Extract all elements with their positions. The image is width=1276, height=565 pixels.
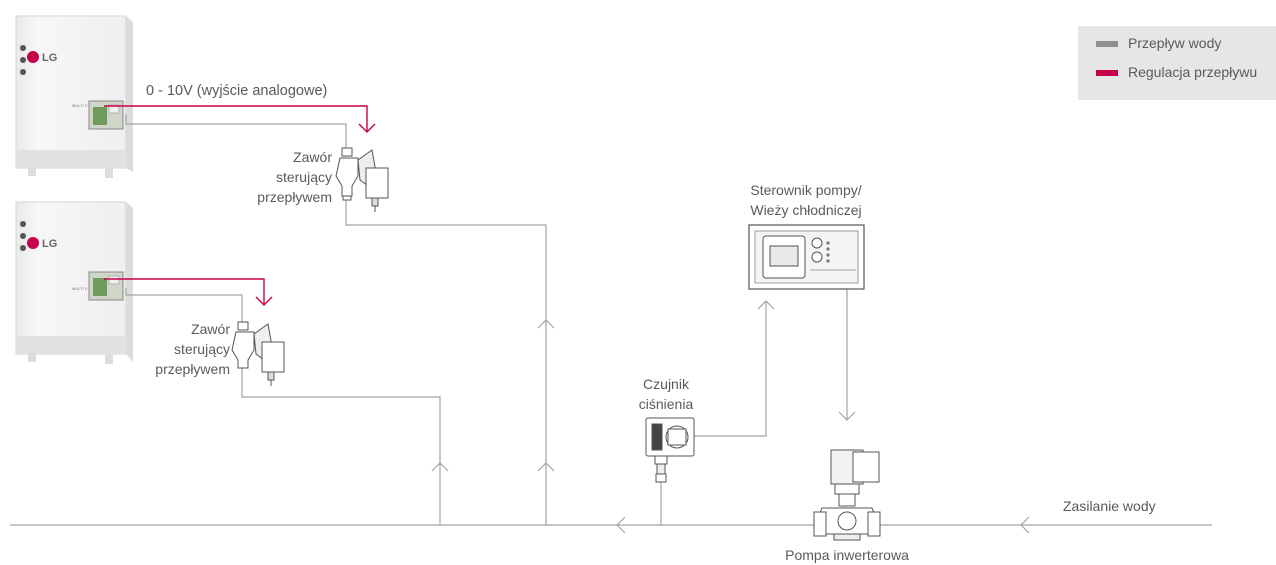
controller-label-line1: Sterownik pompy/ xyxy=(750,182,862,198)
legend-label-flow-control: Regulacja przepływu xyxy=(1128,64,1258,80)
signal-label: 0 - 10V (wyjście analogowe) xyxy=(146,83,328,99)
controller-label: Sterownik pompy/ Wieży chłodniczej xyxy=(726,180,886,220)
sensor-label-line2: ciśnienia xyxy=(638,396,694,412)
svg-text:LG: LG xyxy=(42,238,57,250)
legend-item-flow-control: Regulacja przepływu xyxy=(1096,64,1257,80)
flow-arrows xyxy=(431,300,1030,534)
pump-controller xyxy=(748,224,865,290)
valve-top-label: Zawór sterujący przepływem xyxy=(240,147,332,207)
legend: Przepływ wody Regulacja przepływu xyxy=(1078,26,1276,100)
control-signal-lines xyxy=(104,105,376,306)
legend-swatch-water-flow xyxy=(1096,41,1118,48)
sensor-label-line1: Czujnik xyxy=(643,376,689,392)
svg-text:LG: LG xyxy=(42,52,57,64)
valve-bottom-label-line2: sterujący xyxy=(173,341,230,357)
model-mark: MULTI V xyxy=(72,286,88,291)
flow-control-valve-top xyxy=(335,147,389,212)
valve-bottom-label-line3: przepływem xyxy=(155,361,230,377)
legend-swatch-flow-control xyxy=(1096,70,1118,77)
model-mark: MULTI V xyxy=(72,103,88,108)
outdoor-unit-bottom: LG MULTI V xyxy=(15,201,133,364)
lg-logo: LG xyxy=(27,237,57,250)
valve-top-label-line3: przepływem xyxy=(257,189,332,205)
flow-control-valve-bottom xyxy=(231,321,285,386)
outdoor-unit-top: LG MULTI V xyxy=(15,15,133,178)
sensor-label: Czujnik ciśnienia xyxy=(626,374,706,414)
water-flow-lines xyxy=(10,114,1212,526)
inverter-pump xyxy=(813,449,881,541)
legend-label-water-flow: Przepływ wody xyxy=(1128,35,1222,51)
pump-label: Pompa inwerterowa xyxy=(785,547,909,563)
valve-top-label-line1: Zawór xyxy=(293,149,332,165)
lg-logo: LG xyxy=(27,51,57,64)
valve-top-label-line2: sterujący xyxy=(275,169,332,185)
pressure-sensor xyxy=(645,417,695,483)
valve-bottom-label-line1: Zawór xyxy=(191,321,230,337)
valve-bottom-label: Zawór sterujący przepływem xyxy=(124,319,230,379)
legend-item-water-flow: Przepływ wody xyxy=(1096,35,1221,51)
water-supply-label: Zasilanie wody xyxy=(1063,498,1156,514)
controller-label-line2: Wieży chłodniczej xyxy=(750,202,862,218)
